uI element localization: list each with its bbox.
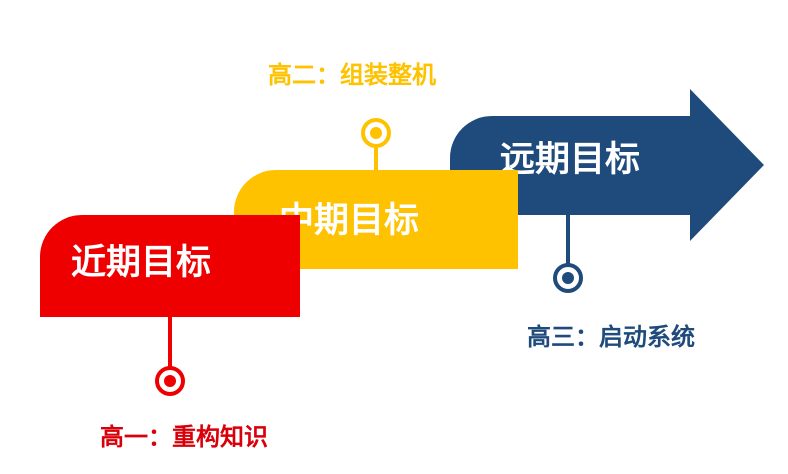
short-term-caption: 高一：重构知识 — [100, 423, 268, 451]
step-long-term: 远期目标 — [450, 89, 764, 241]
mid-term-label: 中期目标 — [279, 201, 419, 241]
long-term-arrow-shape — [450, 89, 764, 241]
mid-term-caption: 高二：组装整机 — [268, 61, 436, 89]
mid-term-pin — [361, 118, 391, 170]
short-term-pin-dot — [164, 375, 176, 387]
long-term-caption: 高三：启动系统 — [527, 323, 695, 351]
long-term-pin-dot — [562, 272, 574, 284]
short-term-block — [40, 215, 300, 317]
long-term-label: 远期目标 — [500, 140, 640, 180]
long-term-pin — [553, 215, 583, 293]
short-term-pin — [155, 317, 185, 396]
mid-term-block — [234, 170, 518, 269]
step-short-term: 近期目标 — [40, 215, 300, 317]
mid-term-pin-dot — [370, 127, 382, 139]
step-mid-term: 中期目标 — [234, 170, 518, 269]
short-term-label: 近期目标 — [71, 243, 211, 283]
